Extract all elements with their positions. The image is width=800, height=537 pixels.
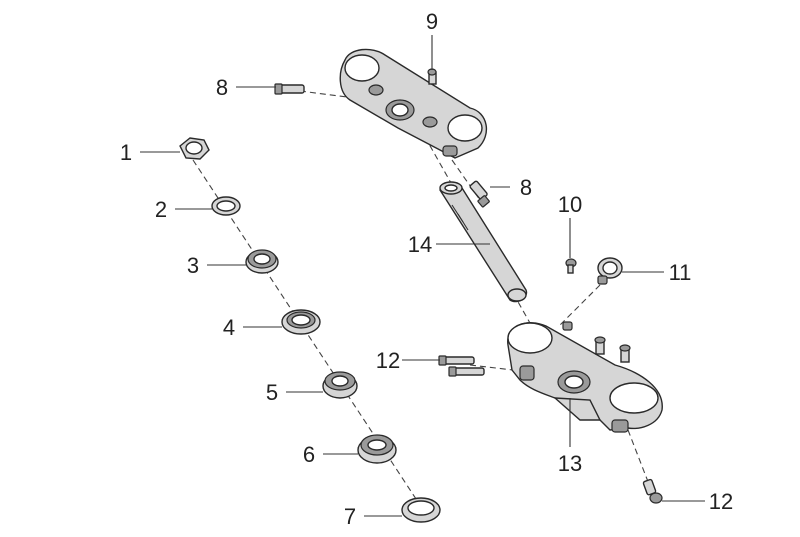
callout-11: 11 xyxy=(669,260,692,285)
part-13-lower-triple-clamp xyxy=(507,321,663,433)
part-2-washer xyxy=(211,196,241,216)
callout-10: 10 xyxy=(558,192,582,217)
part-12-bolts-left xyxy=(438,355,485,377)
part-6-bearing xyxy=(357,434,397,464)
callout-1: 1 xyxy=(120,140,132,165)
part-10-screw xyxy=(565,258,577,274)
part-7-dust-seal xyxy=(401,497,441,523)
callout-4: 4 xyxy=(223,315,235,340)
part-4-seal xyxy=(281,309,321,335)
part-14-steering-stem xyxy=(439,181,528,303)
callout-9: 9 xyxy=(426,9,438,34)
callout-7: 7 xyxy=(344,504,356,529)
callout-13: 13 xyxy=(558,451,582,476)
callout-12-left: 12 xyxy=(376,348,400,373)
callout-8-lower: 8 xyxy=(520,175,532,200)
part-9-upper-triple-clamp xyxy=(339,48,488,159)
callout-3: 3 xyxy=(187,253,199,278)
callout-12-right: 12 xyxy=(709,489,733,514)
part-11-clamp xyxy=(597,257,623,285)
callout-2: 2 xyxy=(155,197,167,222)
part-5-bearing xyxy=(322,371,358,399)
part-8-bolt-lower xyxy=(469,180,490,208)
part-3-slotted-nut xyxy=(245,249,279,274)
callout-5: 5 xyxy=(266,380,278,405)
callout-14: 14 xyxy=(408,232,432,257)
part-1-nut xyxy=(179,137,210,160)
axis-clamp-11 xyxy=(559,284,601,326)
part-8-bolt-upper xyxy=(274,83,305,95)
callout-6: 6 xyxy=(303,442,315,467)
part-12-bolt-right xyxy=(642,478,663,504)
callout-8-upper: 8 xyxy=(216,75,228,100)
